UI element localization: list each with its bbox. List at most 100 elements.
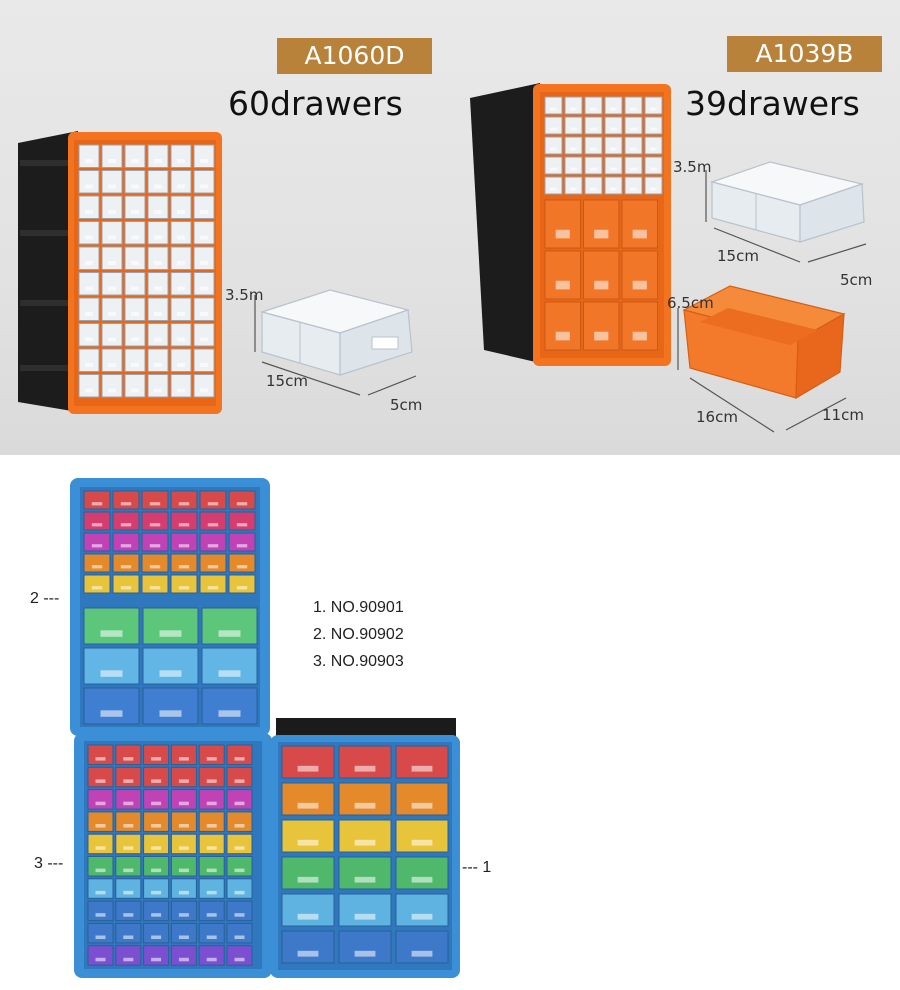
drawer-handle <box>151 801 162 806</box>
drawer-handle <box>207 544 219 548</box>
drawer-handle <box>200 388 208 393</box>
drawer-handle <box>236 523 248 527</box>
drawer-clear <box>193 246 215 270</box>
drawer-handle <box>200 209 208 214</box>
drawer-handle <box>650 127 657 131</box>
drawer-handle <box>206 913 217 917</box>
bin-dim-height: 6.5cm <box>667 294 714 312</box>
drawer-handle <box>411 950 433 957</box>
drawer-handle <box>178 957 189 962</box>
drawer-clear <box>170 297 192 321</box>
drawer-handle <box>234 890 245 895</box>
drawer-color <box>141 532 169 552</box>
drawer-handle <box>411 839 433 846</box>
drawer-clear <box>644 176 663 195</box>
drawer-clear <box>78 144 100 168</box>
drawer-handle <box>570 127 577 131</box>
drawer-handle <box>178 502 190 506</box>
drawer-handle <box>610 147 617 151</box>
drawer-handle <box>131 235 139 240</box>
drawer-color <box>115 744 142 765</box>
drawer-handle <box>159 630 182 637</box>
drawer-color <box>226 811 253 832</box>
drawer-color <box>199 511 227 531</box>
drawer-handle <box>123 935 134 939</box>
drawer-handle <box>234 801 245 806</box>
drawer-handle <box>177 209 185 214</box>
drawer-color <box>143 789 170 810</box>
drawer-handle <box>151 846 162 850</box>
drawer-handle <box>95 935 106 939</box>
drawer-handle <box>234 868 245 873</box>
drawer-handle <box>151 757 162 761</box>
drawer-color <box>281 893 335 927</box>
drawer-color <box>198 766 225 788</box>
drawer-color <box>226 833 253 855</box>
orange-storage-bin <box>677 285 847 433</box>
cabinet-no-90902 <box>70 478 270 736</box>
drawer-clear <box>584 176 603 195</box>
drawer-color <box>198 833 225 855</box>
drawer-handle <box>550 127 557 131</box>
drawer-handle <box>85 260 93 265</box>
drawer-handle <box>555 331 570 341</box>
drawer-handle <box>550 147 557 151</box>
drawer-color <box>83 490 111 510</box>
drawer-clear <box>147 297 169 321</box>
drawer-clear <box>193 297 215 321</box>
drawer-clear <box>78 221 100 245</box>
drawer-color <box>170 490 198 510</box>
drawer-handle <box>178 823 189 828</box>
drawer-color <box>226 922 253 944</box>
drawer-color <box>87 856 114 877</box>
drawer-color <box>83 574 111 594</box>
drawer-clear <box>624 156 643 175</box>
drawer-clear <box>193 374 215 398</box>
drawer-handle <box>650 107 657 111</box>
drawer-color <box>141 511 169 531</box>
drawer-clear <box>101 348 123 372</box>
drawer-handle <box>177 158 185 163</box>
drawer-handle <box>108 235 116 240</box>
cabinet-39-drawers <box>470 83 671 366</box>
dim-width-1: 5cm <box>390 396 423 414</box>
title-39-drawers: 39drawers <box>685 84 860 123</box>
drawer-handle <box>85 311 93 316</box>
drawer-color <box>170 532 198 552</box>
drawer-handle <box>555 229 570 239</box>
drawer-orange <box>544 301 581 351</box>
drawer-color <box>228 574 256 594</box>
drawer-handle <box>200 311 208 316</box>
drawer-handle <box>177 286 185 291</box>
drawer-handle <box>149 502 161 506</box>
drawer-clear <box>193 272 215 296</box>
drawer-handle <box>594 331 609 341</box>
drawer-handle <box>151 913 162 917</box>
drawer-clear <box>584 116 603 135</box>
drawer-color <box>83 532 111 552</box>
callout-cabinet-2: 2 --- <box>30 590 60 607</box>
drawer-clear <box>604 96 623 115</box>
drawer-handle <box>85 158 93 163</box>
drawer-color <box>115 945 142 966</box>
drawer-handle <box>95 846 106 850</box>
drawer-handle <box>149 523 161 527</box>
drawer-handle <box>178 779 189 783</box>
drawer-handle <box>177 388 185 393</box>
drawer-color <box>170 900 197 922</box>
drawer-orange <box>544 199 581 249</box>
drawer-orange <box>583 199 620 249</box>
drawer-clear <box>544 116 563 135</box>
drawer-clear <box>124 246 146 270</box>
drawer-color <box>83 553 111 573</box>
drawer-handle <box>200 337 208 342</box>
drawer-handle <box>234 846 245 850</box>
model-badge-a1060d: A1060D <box>277 38 432 74</box>
drawer-handle <box>570 167 577 171</box>
drawer-color <box>143 811 170 832</box>
drawer-clear <box>170 348 192 372</box>
drawer-color <box>83 607 140 645</box>
drawer-handle <box>85 337 93 342</box>
drawer-handle <box>131 209 139 214</box>
drawer-handle <box>297 950 319 957</box>
